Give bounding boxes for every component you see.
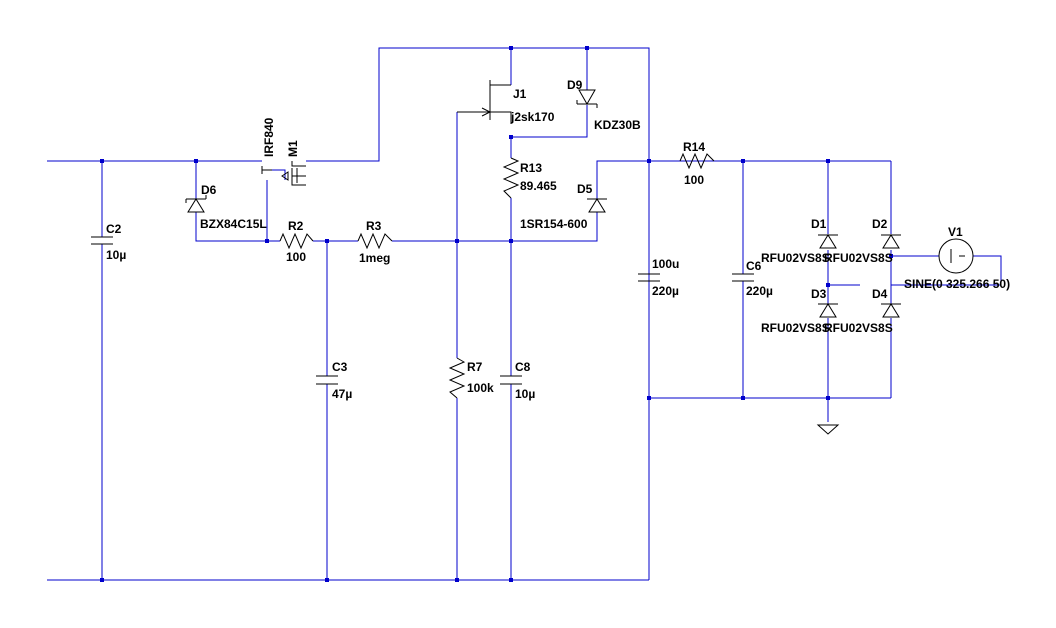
label-c6-ref: C6 <box>746 259 762 273</box>
label-r3-ref: R3 <box>366 219 382 233</box>
label-c6-value: 220µ <box>746 284 773 298</box>
label-d2-value: RFU02VS8S <box>824 251 893 265</box>
label-d6-value: BZX84C15L <box>200 217 267 231</box>
resistor-r2[interactable] <box>279 232 314 250</box>
label-r2-ref: R2 <box>288 219 304 233</box>
label-d3-value: RFU02VS8S <box>761 321 830 335</box>
voltage-source-v1[interactable] <box>938 238 974 274</box>
label-c2-ref: C2 <box>106 222 122 236</box>
label-c2-value: 10µ <box>106 248 126 262</box>
label-d3-ref: D3 <box>811 287 827 301</box>
resistor-r3[interactable] <box>357 232 393 250</box>
label-j1-ref: J1 <box>513 87 527 101</box>
label-r14-value: 100 <box>684 173 704 187</box>
capacitor-c8[interactable] <box>500 375 522 385</box>
zener-d6[interactable] <box>185 195 207 213</box>
label-r7-value: 100k <box>467 381 494 395</box>
label-v1-ref: V1 <box>948 225 963 239</box>
label-d5-value: 1SR154-600 <box>520 217 588 231</box>
label-d6-ref: D6 <box>201 183 217 197</box>
label-d4-value: RFU02VS8S <box>824 321 893 335</box>
label-d9-value: KDZ30B <box>594 118 641 132</box>
label-j1-value: j2sk170 <box>510 110 555 124</box>
capacitor-c6[interactable] <box>732 273 754 282</box>
label-v1-value: SINE(0 325.266 50) <box>904 277 1010 291</box>
label-r14-ref: R14 <box>683 140 705 154</box>
label-d2-ref: D2 <box>872 217 888 231</box>
zener-d9[interactable] <box>576 89 598 108</box>
mosfet-m1[interactable] <box>261 161 306 186</box>
label-bulk-cap-ref: 100u <box>652 257 679 271</box>
capacitor-c3[interactable] <box>316 375 338 385</box>
capacitor-c2[interactable] <box>91 236 113 245</box>
diode-d4[interactable] <box>881 303 901 318</box>
ground-icon <box>816 424 840 435</box>
label-r13-ref: R13 <box>520 161 542 175</box>
junction-dots <box>100 46 893 582</box>
label-d9-ref: D9 <box>567 78 583 92</box>
label-d1-ref: D1 <box>811 217 827 231</box>
label-r13-value: 89.465 <box>520 179 557 193</box>
label-m1-value: IRF840 <box>262 117 276 157</box>
label-c3-ref: C3 <box>332 360 348 374</box>
capacitor-bulk[interactable] <box>638 273 660 282</box>
resistor-r14[interactable] <box>679 152 715 170</box>
label-r3-value: 1meg <box>359 251 390 265</box>
label-d4-ref: D4 <box>872 287 888 301</box>
diode-d2[interactable] <box>881 234 901 249</box>
label-bulk-cap-value: 220µ <box>652 284 679 298</box>
diode-d3[interactable] <box>818 303 838 318</box>
label-r2-value: 100 <box>286 250 306 264</box>
diode-d1[interactable] <box>818 234 838 249</box>
label-d5-ref: D5 <box>577 182 593 196</box>
label-c8-value: 10µ <box>515 387 535 401</box>
resistor-r13[interactable] <box>502 157 520 199</box>
diode-d5[interactable] <box>587 198 607 213</box>
resistor-r7[interactable] <box>448 357 466 399</box>
wires <box>47 47 1002 581</box>
jfet-j1[interactable] <box>457 80 512 124</box>
label-r7-ref: R7 <box>467 360 483 374</box>
label-m1-ref: M1 <box>286 140 300 157</box>
label-d1-value: RFU02VS8S <box>761 251 830 265</box>
label-c3-value: 47µ <box>332 387 352 401</box>
label-c8-ref: C8 <box>515 360 531 374</box>
